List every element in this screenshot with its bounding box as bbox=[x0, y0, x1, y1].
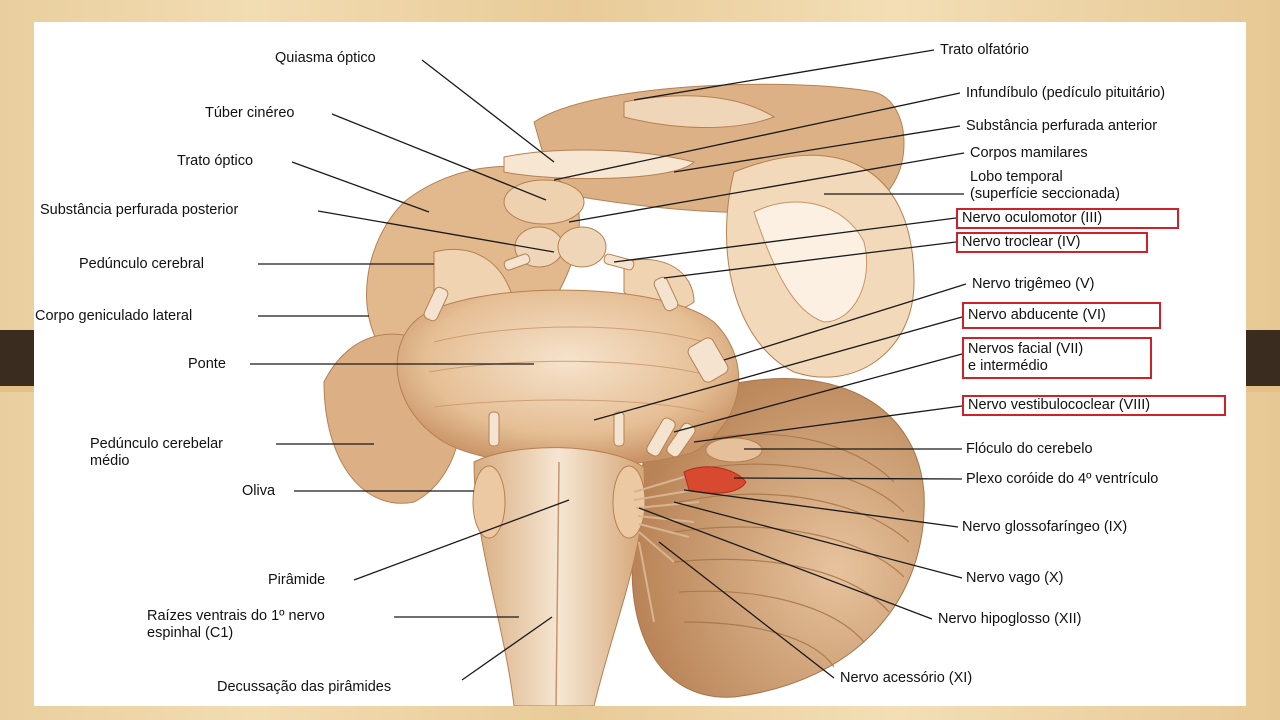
label-corpo-geniculado-lateral: Corpo geniculado lateral bbox=[35, 308, 193, 324]
optic-chiasm-shape bbox=[503, 149, 695, 180]
label-ponte: Ponte bbox=[188, 356, 226, 372]
brainstem-illustration bbox=[250, 49, 967, 706]
label-trato-olfatorio: Trato olfatório bbox=[940, 42, 1029, 58]
label-nervo-glossofaringeo: Nervo glossofaríngeo (IX) bbox=[962, 519, 1128, 535]
olive-shape bbox=[472, 465, 506, 539]
leader-lines bbox=[250, 49, 967, 681]
olive-shape-right bbox=[612, 465, 646, 539]
label-nervo-vestibulococlear: Nervo vestibulococlear (VIII) bbox=[962, 395, 1226, 416]
label-piramide: Pirâmide bbox=[268, 572, 326, 588]
label-decussacao: Decussação das pirâmides bbox=[217, 679, 392, 695]
label-pedunculo-cerebral: Pedúnculo cerebral bbox=[79, 256, 204, 272]
label-trato-optico: Trato óptico bbox=[177, 153, 254, 169]
tuber-cinereum-shape bbox=[503, 179, 585, 225]
label-nervos-facial: Nervos facial (VII) e intermédio bbox=[962, 337, 1152, 379]
label-quiasma-optico: Quiasma óptico bbox=[275, 50, 376, 66]
label-nervo-acessorio: Nervo acessório (XI) bbox=[840, 670, 973, 686]
flocculus-shape bbox=[705, 437, 763, 463]
temporal-lobe-cut bbox=[753, 201, 868, 323]
label-plexo-coroide: Plexo coróide do 4º ventrículo bbox=[966, 471, 1159, 487]
label-nervo-troclear: Nervo troclear (IV) bbox=[956, 232, 1148, 253]
label-nervo-hipoglosso: Nervo hipoglosso (XII) bbox=[938, 611, 1082, 627]
label-subst-perfurada-posterior: Substância perfurada posterior bbox=[40, 202, 239, 218]
label-infundibulo: Infundíbulo (pedículo pituitário) bbox=[966, 85, 1166, 101]
label-pedunculo-cerebelar-medio: Pedúnculo cerebelar médio bbox=[90, 436, 224, 469]
label-floculo: Flóculo do cerebelo bbox=[966, 441, 1093, 457]
label-lobo-temporal: Lobo temporal (superfície seccionada) bbox=[970, 169, 1120, 202]
label-oliva: Oliva bbox=[242, 483, 276, 499]
medulla-midline bbox=[555, 461, 560, 706]
slide-canvas: Quiasma óptico Túber cinéreo Trato óptic… bbox=[34, 22, 1246, 706]
pons-shape bbox=[396, 289, 740, 467]
mammillary-right bbox=[557, 226, 607, 268]
label-nervo-abducente: Nervo abducente (VI) bbox=[962, 302, 1161, 329]
label-nervo-vago: Nervo vago (X) bbox=[966, 570, 1064, 586]
label-nervo-oculomotor: Nervo oculomotor (III) bbox=[956, 208, 1179, 229]
label-corpos-mamilares: Corpos mamilares bbox=[970, 145, 1088, 161]
label-nervo-trigemeo: Nervo trigêmeo (V) bbox=[972, 276, 1095, 292]
label-tuber-cinereo: Túber cinéreo bbox=[205, 105, 295, 121]
label-subst-perfurada-anterior: Substância perfurada anterior bbox=[966, 118, 1158, 134]
olfactory-tract-shape bbox=[623, 95, 776, 128]
label-raizes-ventrais: Raízes ventrais do 1º nervo espinhal (C1… bbox=[147, 608, 325, 641]
